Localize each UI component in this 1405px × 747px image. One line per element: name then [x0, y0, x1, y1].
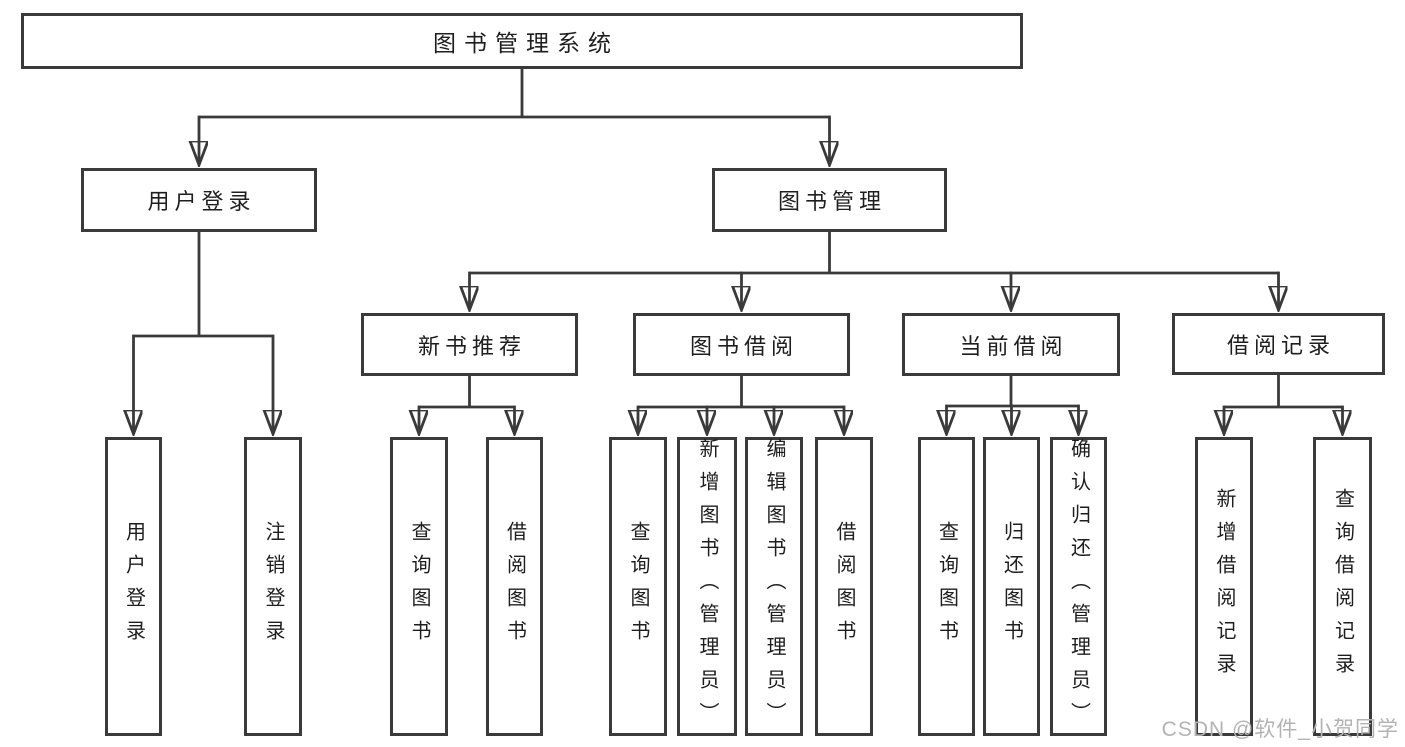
node-library-system-label: 图书管理系统 — [433, 30, 619, 56]
csdn-watermark: CSDN @软件_小贺同学 — [1161, 718, 1399, 741]
node-user-login: 用户登录 — [81, 168, 317, 232]
node-new-book-recommend: 新书推荐 — [361, 313, 578, 376]
node-book-management: 图书管理 — [712, 168, 947, 232]
node-current-borrowing: 当前借阅 — [902, 313, 1120, 376]
leaf-query-books: 查询图书 — [390, 437, 448, 736]
leaf-user-login-label: 用户登录 — [122, 520, 145, 653]
connectors-book-borrowing — [638, 375, 844, 432]
node-library-system: 图书管理系统 — [21, 13, 1023, 69]
leaf-query-borrow-record: 查询借阅记录 — [1313, 437, 1372, 736]
node-book-borrowing: 图书借阅 — [633, 313, 850, 376]
leaf-query-books-label: 查询图书 — [935, 520, 958, 653]
leaf-return-books: 归还图书 — [983, 437, 1040, 736]
leaf-user-login: 用户登录 — [105, 437, 162, 736]
leaf-query-books-label: 查询图书 — [627, 520, 649, 653]
leaf-borrow-books: 借阅图书 — [815, 437, 873, 736]
connectors-new-book-recommend — [419, 375, 515, 432]
leaf-query-books: 查询图书 — [609, 437, 667, 736]
leaf-borrow-books: 借阅图书 — [486, 437, 543, 736]
leaf-query-borrow-record-label: 查询借阅记录 — [1331, 487, 1354, 686]
leaf-add-books-admin: 新增图书（管理员） — [677, 437, 737, 736]
node-new-book-recommend-label: 新书推荐 — [417, 333, 526, 359]
node-user-login-label: 用户登录 — [147, 189, 256, 214]
leaf-add-borrow-record-label: 新增借阅记录 — [1213, 487, 1235, 686]
connectors-current-borrowing — [947, 375, 1079, 432]
leaf-logout-login-label: 注销登录 — [262, 520, 284, 653]
connectors-user-login — [134, 231, 274, 432]
connectors-borrowing-records — [1224, 374, 1343, 432]
node-book-borrowing-label: 图书借阅 — [689, 333, 798, 359]
leaf-query-books-label: 查询图书 — [408, 520, 430, 653]
leaf-edit-books-admin: 编辑图书（管理员） — [745, 437, 803, 736]
node-current-borrowing-label: 当前借阅 — [959, 333, 1068, 359]
leaf-add-borrow-record: 新增借阅记录 — [1195, 437, 1253, 736]
leaf-borrow-books-label: 借阅图书 — [833, 520, 855, 653]
leaf-confirm-return-admin: 确认归还（管理员） — [1050, 437, 1107, 736]
connectors-book-management — [470, 231, 1279, 308]
leaf-add-books-admin-label: 新增图书（管理员） — [696, 438, 718, 735]
node-borrowing-records-label: 借阅记录 — [1226, 333, 1335, 358]
leaf-return-books-label: 归还图书 — [1000, 520, 1023, 653]
leaf-logout-login: 注销登录 — [244, 437, 302, 736]
connectors-root — [199, 68, 830, 163]
leaf-query-books: 查询图书 — [918, 437, 975, 736]
leaf-borrow-books-label: 借阅图书 — [503, 520, 526, 653]
leaf-confirm-return-admin-label: 确认归还（管理员） — [1067, 438, 1090, 735]
node-borrowing-records: 借阅记录 — [1172, 313, 1385, 375]
node-book-management-label: 图书管理 — [777, 189, 886, 214]
leaf-edit-books-admin-label: 编辑图书（管理员） — [763, 438, 785, 735]
